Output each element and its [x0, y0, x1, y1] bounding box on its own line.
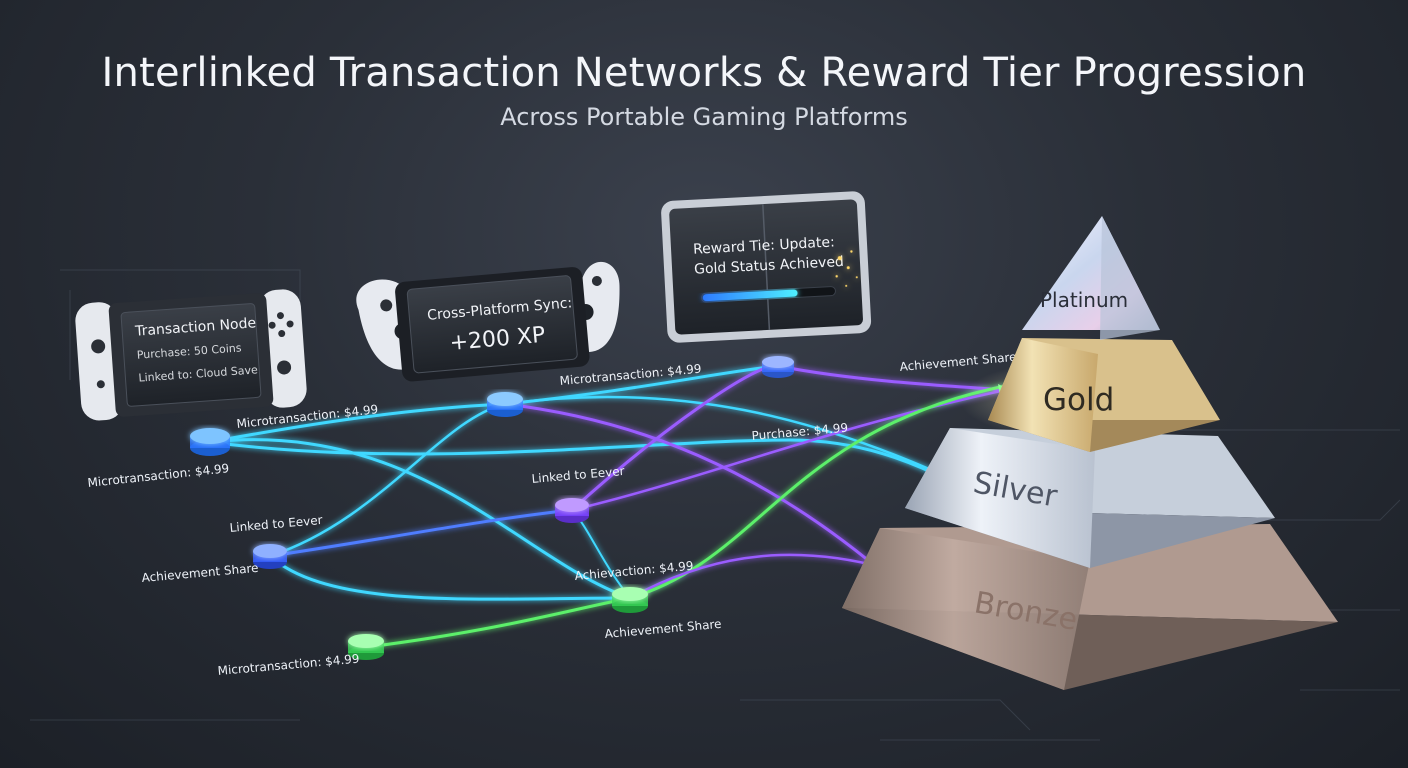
device-right-line1: Reward Tie: Update:: [693, 234, 835, 257]
tier-platinum-label: Platinum: [1040, 288, 1128, 312]
node-3[interactable]: [762, 356, 794, 378]
node-5[interactable]: [555, 498, 589, 523]
edge-label: Achievement Share: [141, 561, 259, 585]
node-2[interactable]: [487, 392, 523, 417]
node-1[interactable]: [190, 428, 230, 456]
device-center[interactable]: Cross-Platform Sync: +200 XP: [355, 259, 627, 386]
edge-j: [570, 364, 780, 512]
edge-i: [503, 395, 947, 478]
edge-n: [366, 596, 632, 649]
edge-d: [268, 402, 507, 558]
tier-bronze[interactable]: Bronze: [842, 524, 1338, 690]
reward-tier-pyramid: Bronze Silver Gold Platinum: [842, 216, 1338, 690]
edge-a: [208, 402, 507, 444]
node-6[interactable]: [612, 587, 648, 613]
page-subtitle: Across Portable Gaming Platforms: [500, 103, 908, 131]
tier-gold[interactable]: Gold: [988, 338, 1220, 452]
tier-silver[interactable]: Silver: [905, 428, 1275, 568]
edge-f: [268, 508, 574, 558]
device-right-line2: Gold Status Achieved: [694, 254, 845, 278]
connection-lines: [208, 364, 1010, 649]
device-right[interactable]: Reward Tie: Update: Gold Status Achieved: [661, 191, 872, 343]
edge-label: Linked to Eever: [229, 513, 323, 535]
edge-label: Linked to Eever: [531, 464, 625, 486]
edge-label: Microtransaction: $4.99: [87, 461, 230, 490]
node-7[interactable]: [348, 634, 384, 660]
edge-c: [208, 438, 947, 480]
reward-progress-bar: [701, 286, 836, 303]
edge-b: [208, 438, 632, 600]
sparkle-icon: [835, 250, 858, 287]
tier-platinum[interactable]: Platinum: [1022, 216, 1160, 340]
edge-h: [503, 402, 882, 572]
edge-m: [628, 384, 1007, 600]
edge-e: [268, 554, 632, 601]
page-title: Interlinked Transaction Networks & Rewar…: [101, 50, 1307, 96]
tier-gold-label: Gold: [1043, 382, 1114, 418]
edge-label: Achievement Share: [899, 350, 1017, 374]
device-left[interactable]: Transaction Node Purchase: 50 Coins Link…: [74, 288, 308, 421]
edge-label: Achievement Share: [604, 617, 722, 641]
node-4[interactable]: [253, 544, 287, 569]
edge-p: [628, 553, 887, 600]
edge-label: Microtransaction: $4.99: [217, 652, 360, 678]
